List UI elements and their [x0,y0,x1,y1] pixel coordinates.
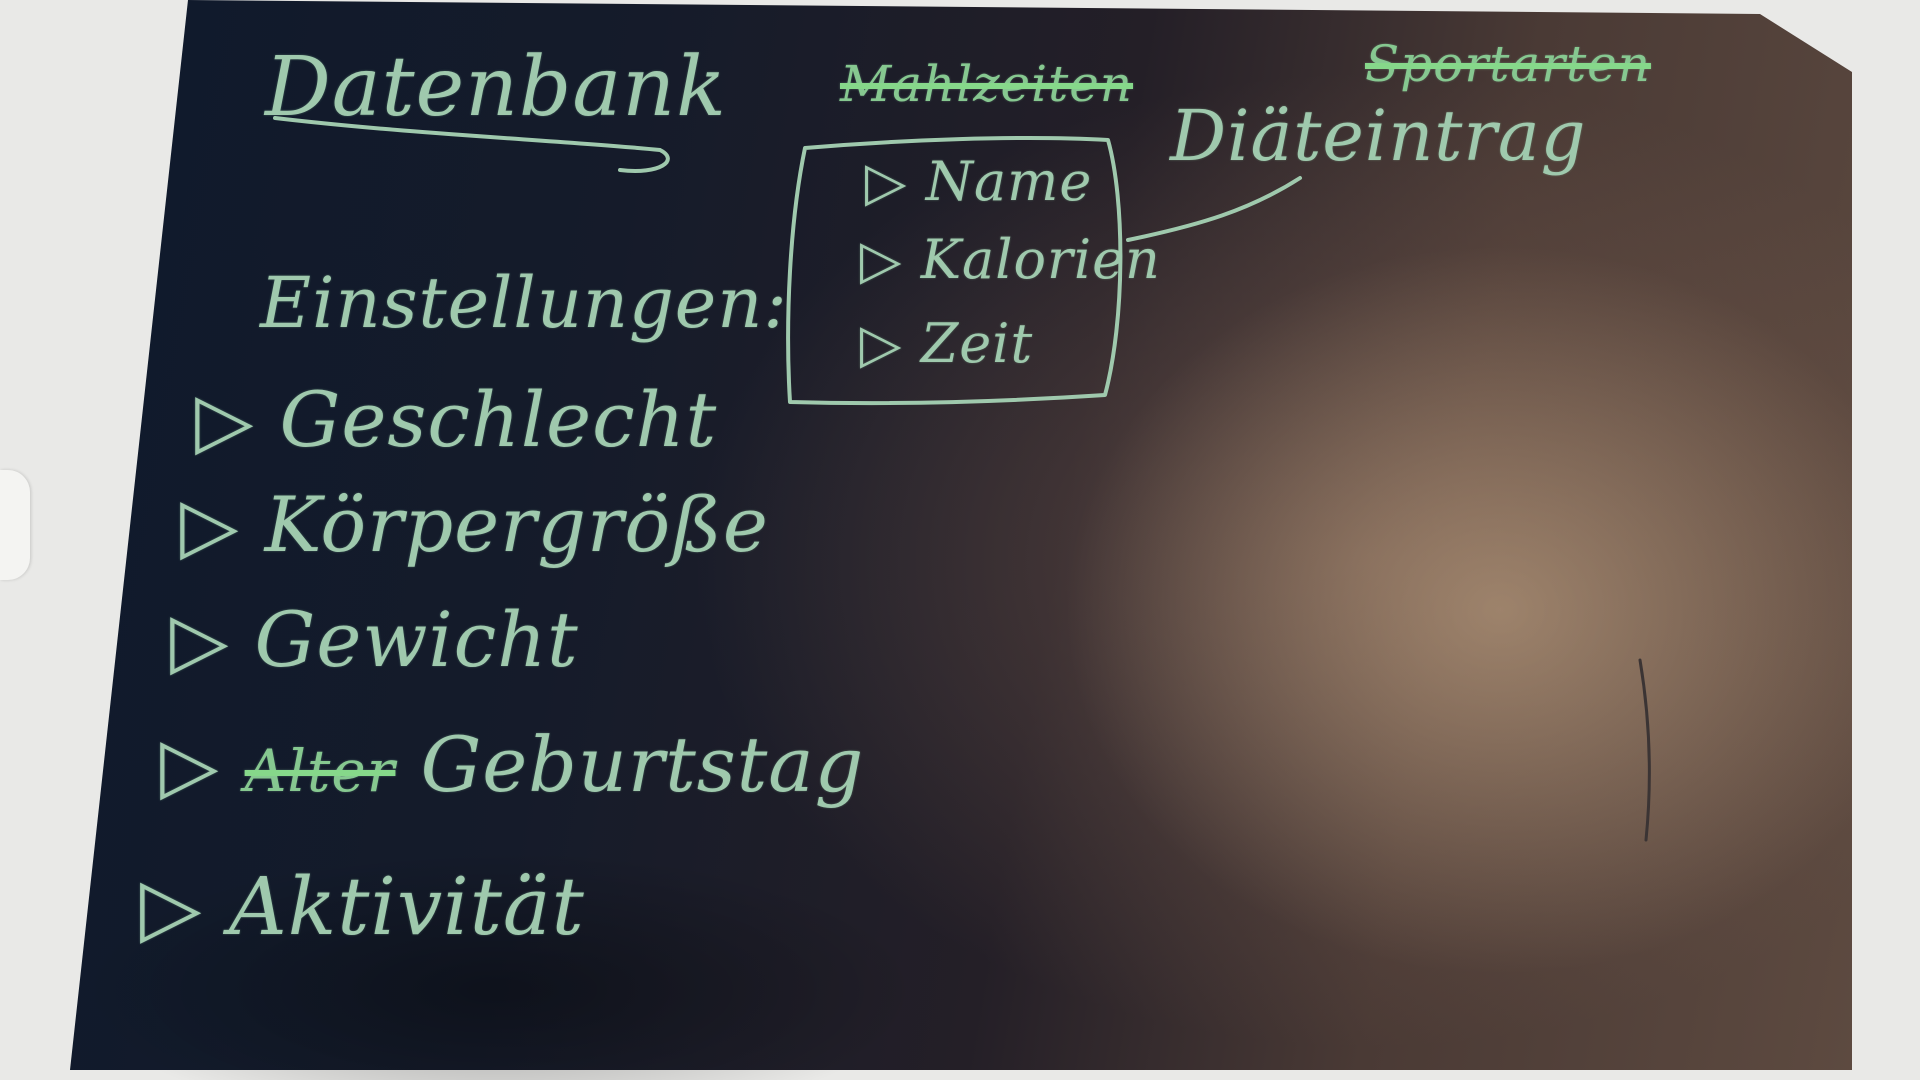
tablet-edge-tab [0,470,30,580]
settings-item-label: Geschlecht [279,375,718,464]
diaeteintrag-label: Diäteintrag [1170,95,1587,177]
triangle-bullet-icon: ▷ [860,228,903,291]
triangle-bullet-icon: ▷ [140,860,203,953]
settings-item-gewicht: ▷ Gewicht [170,595,579,684]
hand-shadow [0,790,1200,1080]
triangle-bullet-icon: ▷ [860,312,903,375]
settings-item-geburtstag: ▷ Alter Geburtstag [160,720,864,809]
triangle-bullet-icon: ▷ [195,375,255,464]
field-name-label: Name [925,150,1093,213]
triangle-bullet-icon: ▷ [180,480,240,569]
settings-item-geschlecht: ▷ Geschlecht [195,375,717,464]
field-kalorien: ▷ Kalorien [860,228,1161,291]
crossed-out-sportarten: Sportarten [1365,35,1651,93]
settings-item-label: Aktivität [228,860,585,953]
field-name: ▷ Name [865,150,1092,213]
triangle-bullet-icon: ▷ [865,150,908,213]
field-zeit-label: Zeit [920,312,1034,375]
settings-heading: Einstellungen: [260,262,788,344]
settings-item-label: Körpergröße [264,480,769,569]
field-zeit: ▷ Zeit [860,312,1033,375]
triangle-bullet-icon: ▷ [170,595,230,684]
crossed-out-mahlzeiten: Mahlzeiten [840,55,1134,113]
title-datenbank: Datenbank [265,40,727,135]
field-kalorien-label: Kalorien [920,228,1161,291]
crossed-out-alter: Alter [244,737,396,805]
triangle-bullet-icon: ▷ [160,720,220,809]
settings-item-aktivitaet: ▷ Aktivität [140,860,585,953]
settings-item-label: Gewicht [254,595,579,684]
settings-item-label: Geburtstag [420,720,865,809]
settings-item-koerpergroesse: ▷ Körpergröße [180,480,769,569]
